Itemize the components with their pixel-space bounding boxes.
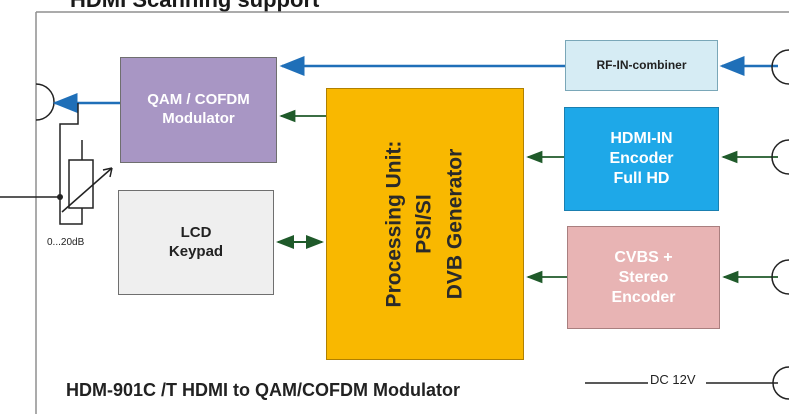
loop-wire: [59, 103, 79, 197]
cvbs-in-connector: [771, 259, 789, 295]
lcd-keypad-block: LCD Keypad: [118, 190, 274, 295]
hdmi-encoder-block: HDMI-IN Encoder Full HD: [564, 107, 719, 211]
processing-unit-label: Processing Unit: PSI/SI DVB Generator: [382, 140, 467, 308]
attenuator-range-label: 0...20dB: [47, 237, 85, 248]
hdmi-in-connector: [771, 139, 789, 175]
variable-arrow: [61, 167, 113, 213]
rf-in-connector: [771, 49, 789, 85]
diagram-top-title: HDMI Scanning support: [70, 0, 319, 13]
qam-cofdm-modulator-block: QAM / COFDM Modulator: [120, 57, 277, 163]
resistor-wire: [59, 197, 83, 225]
dc-input-label: DC 12V: [650, 372, 696, 387]
rf-output-connector: [35, 83, 55, 121]
rf-in-combiner-block: RF-IN-combiner: [565, 40, 718, 91]
variable-arrow-head: [102, 167, 113, 178]
attenuator-resistor: [68, 159, 94, 209]
cvbs-encoder-block: CVBS + Stereo Encoder: [567, 226, 720, 329]
diagram-footer-title: HDM-901C /T HDMI to QAM/COFDM Modulator: [66, 380, 460, 400]
processing-unit-block: Processing Unit: PSI/SI DVB Generator: [326, 88, 524, 360]
enclosure-outline: [35, 11, 789, 414]
